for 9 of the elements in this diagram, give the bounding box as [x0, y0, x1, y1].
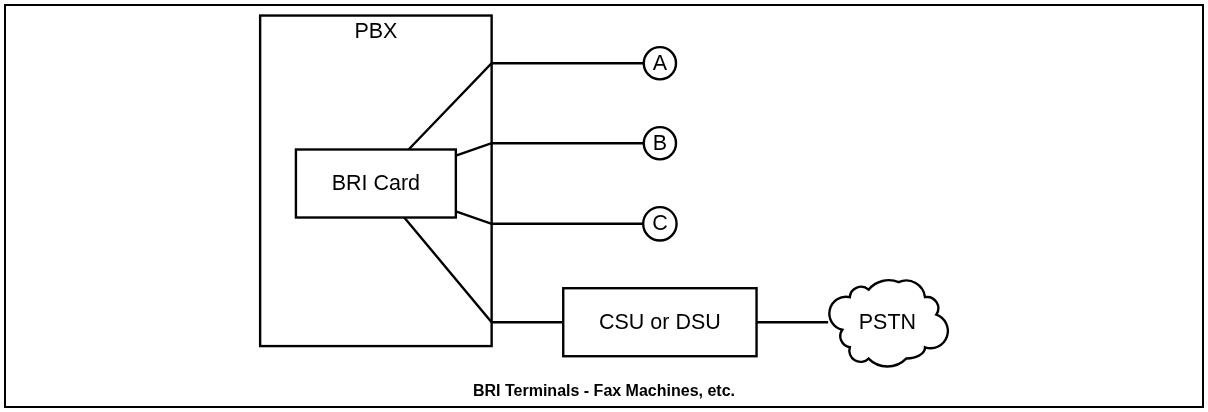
node-circle: A: [642, 45, 678, 81]
connector: [455, 210, 644, 225]
node-box: BRI Card: [294, 148, 458, 219]
node-circle: C: [642, 205, 678, 242]
connector: [756, 321, 829, 324]
connector: [455, 142, 644, 157]
caption-text: BRI Terminals - Fax Machines, etc.: [473, 382, 735, 399]
node-circle: B: [642, 125, 678, 161]
node-box: CSU or DSU: [562, 287, 758, 358]
